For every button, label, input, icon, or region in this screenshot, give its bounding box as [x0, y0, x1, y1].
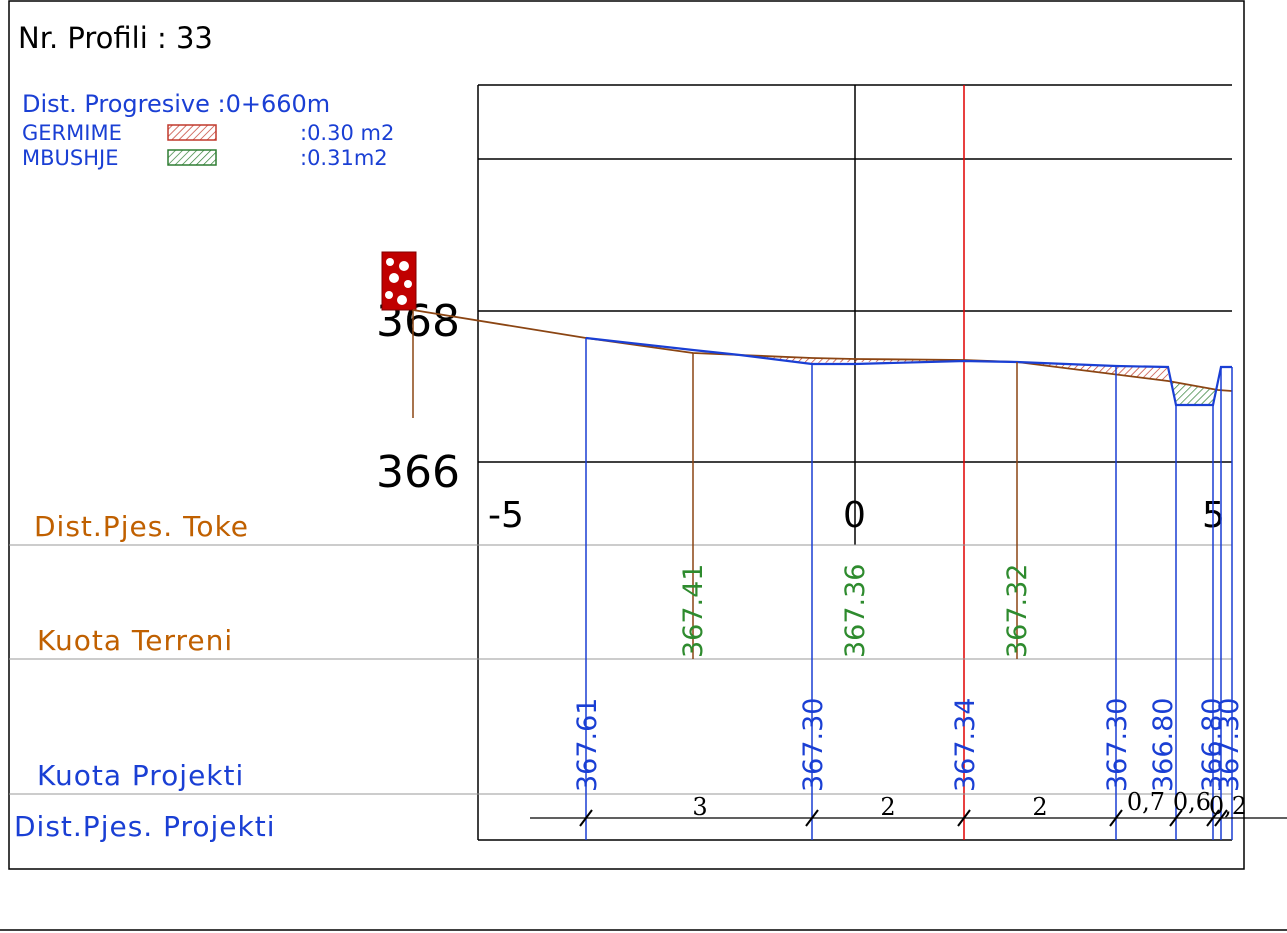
design-level-value: 367.30 — [798, 698, 829, 792]
fill-area: :0.31m2 — [300, 146, 388, 170]
terrain-line — [412, 309, 1233, 392]
design-level-value: 367.30 — [1102, 698, 1133, 792]
fill-legend-swatch — [167, 149, 217, 166]
row-label-design-level: Kuota Projekti — [37, 759, 244, 792]
cut-legend-swatch — [167, 124, 217, 141]
terrain-level-value: 367.41 — [678, 564, 709, 658]
cut-area: :0.30 m2 — [300, 121, 394, 145]
cut-label: GERMIME — [22, 121, 122, 145]
design-distance-value: 2 — [880, 793, 895, 821]
row-label-terrain-level: Kuota Terreni — [37, 624, 233, 657]
profile-number: Nr. Profili : 33 — [18, 21, 213, 55]
dimension-ticks — [579, 809, 1228, 827]
design-distance-value: 0,7 — [1127, 788, 1165, 816]
terrain-level-value: 367.32 — [1002, 564, 1033, 658]
design-level-value: 366.80 — [1197, 698, 1228, 792]
gravel-marker-icon — [381, 251, 417, 311]
design-level-value: 367.34 — [950, 698, 981, 792]
offset-label-0: 0 — [843, 495, 866, 536]
offset-label-minus-5: -5 — [488, 495, 524, 536]
fill-label: MBUSHJE — [22, 146, 118, 170]
design-level-value: 366.80 — [1148, 698, 1179, 792]
cut-area-left — [693, 353, 964, 363]
progressive-distance: Dist. Progresive :0+660m — [22, 90, 330, 118]
outer-frame — [8, 0, 1245, 870]
terrain-level-value: 367.36 — [840, 564, 871, 658]
elevation-label-366: 366 — [376, 447, 460, 498]
design-level-value: 367.30 — [1214, 698, 1245, 792]
design-level-value: 367.61 — [572, 698, 603, 792]
design-distance-value: 2 — [1032, 793, 1047, 821]
fill-area-ditch — [1170, 381, 1218, 405]
design-distance-value: 0,2 — [1209, 792, 1247, 820]
row-label-design-distance: Dist.Pjes. Projekti — [14, 810, 275, 843]
design-distance-value: 3 — [692, 793, 707, 821]
design-distance-value: 0,6 — [1173, 788, 1211, 816]
row-label-point-distance: Dist.Pjes. Toke — [34, 510, 249, 543]
